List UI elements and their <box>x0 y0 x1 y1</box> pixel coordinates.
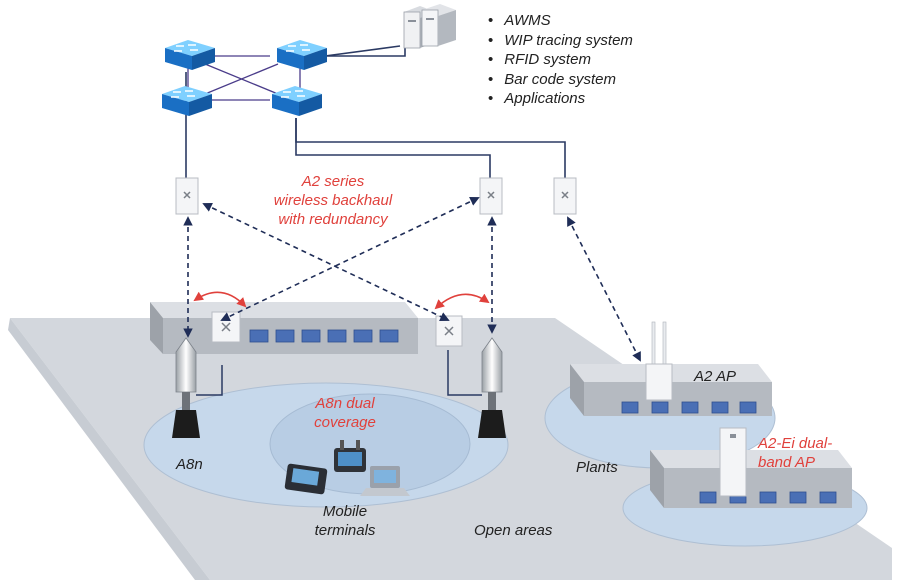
a2-backhaul-node <box>479 177 503 215</box>
a2ei-label-line: band AP <box>758 454 815 471</box>
a2-backhaul-node <box>175 177 199 215</box>
a8n-label: A8n <box>176 456 203 473</box>
a2-ap-label: A2 AP <box>694 368 736 385</box>
a8n-access-point <box>447 337 506 438</box>
a8n-access-point <box>172 337 223 438</box>
network-switch <box>272 86 322 116</box>
mobile-label-line: Mobile <box>322 503 368 520</box>
backhaul-label-line: with redundancy <box>278 211 388 228</box>
system-item: WIP tracing system <box>488 31 633 51</box>
open-areas-label: Open areas <box>474 522 553 539</box>
network-switch <box>162 86 212 116</box>
plant-unit-a2 <box>570 321 772 416</box>
a8n-coverage-label: A8n dual coverage <box>300 394 390 432</box>
coverage-areas <box>143 367 868 547</box>
system-item: Applications <box>488 89 633 109</box>
a8n-coverage-label-line: A8n dual <box>315 395 375 412</box>
wireless-links <box>183 196 641 362</box>
a2ei-label: A2-Ei dual- band AP <box>758 434 832 472</box>
backhaul-label-line: A2 series <box>301 173 365 190</box>
a2-mesh-node <box>211 311 241 343</box>
system-item: AWMS <box>488 11 633 31</box>
plant-unit-a2ei <box>650 427 852 508</box>
a2-backhaul-node <box>553 177 577 215</box>
network-switch <box>277 40 327 70</box>
plants-label: Plants <box>576 459 618 476</box>
mobile-label-line: terminals <box>314 522 376 539</box>
a2ei-label-line: A2-Ei dual- <box>758 435 833 452</box>
backhaul-label: A2 series wireless backhaul with redunda… <box>258 172 408 229</box>
server-icon <box>403 4 456 49</box>
a8n-coverage-label-line: coverage <box>314 414 376 431</box>
system-item: RFID system <box>488 50 633 70</box>
network-switch <box>165 40 215 70</box>
mobile-terminals-icon <box>284 440 410 496</box>
mobile-terminals-label: Mobile terminals <box>300 502 390 540</box>
a2-mesh-node <box>435 315 463 347</box>
redundancy-arc <box>434 293 490 310</box>
switch-mesh <box>187 55 301 101</box>
backend-systems-list: AWMS WIP tracing system RFID system Bar … <box>488 11 633 109</box>
backhaul-label-line: wireless backhaul <box>273 192 393 209</box>
system-item: Bar code system <box>488 70 633 90</box>
